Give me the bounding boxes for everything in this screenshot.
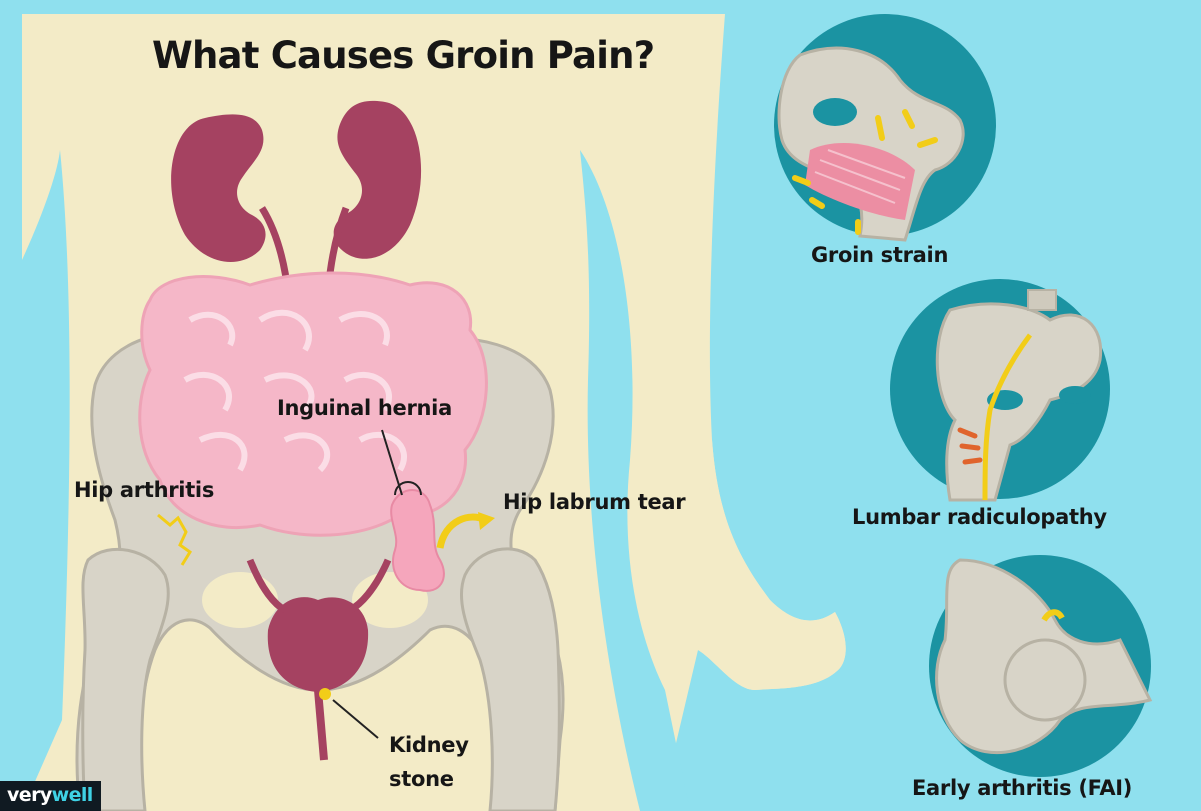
label-hip-labrum-tear: Hip labrum tear	[503, 490, 685, 514]
kidney-stone	[319, 688, 331, 700]
label-early-arthritis: Early arthritis (FAI)	[912, 776, 1132, 800]
brand-logo: verywell	[0, 781, 101, 811]
obturator-left	[202, 572, 278, 628]
label-inguinal-hernia: Inguinal hernia	[277, 396, 452, 420]
inset-lumbar	[890, 279, 1110, 500]
inset-fai	[929, 555, 1151, 777]
label-lumbar-radiculopathy: Lumbar radiculopathy	[852, 505, 1107, 529]
label-kidney-stone: Kidney stone	[389, 728, 469, 796]
label-kidney-stone-line1: Kidney	[389, 728, 469, 762]
label-groin-strain: Groin strain	[811, 243, 948, 267]
page-title: What Causes Groin Pain?	[152, 34, 654, 77]
label-kidney-stone-line2: stone	[389, 762, 469, 796]
brand-logo-part2: well	[52, 784, 93, 806]
brand-logo-part1: very	[7, 784, 52, 806]
label-hip-arthritis: Hip arthritis	[74, 478, 214, 502]
